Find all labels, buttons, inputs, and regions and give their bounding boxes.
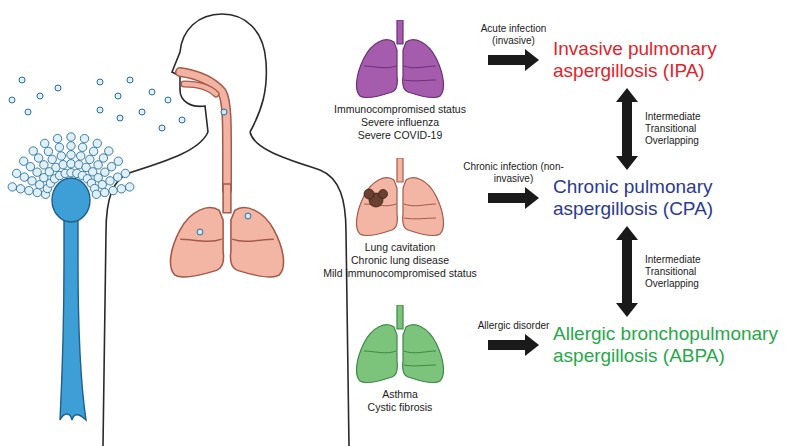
lung-node: Immunocompromised statusSevere influenza… — [320, 20, 480, 142]
block-arrow — [488, 49, 539, 71]
block-arrow — [488, 334, 539, 356]
arrow-label: Intermediate Transitional Overlapping — [645, 254, 701, 290]
lung-illustration — [350, 158, 450, 238]
disease-title: Chronic pulmonary aspergillosis (CPA) — [553, 176, 789, 220]
risk-factor: Lung cavitation — [320, 241, 480, 254]
disease-name: Invasive pulmonary aspergillosis (IPA) — [553, 38, 789, 82]
double-arrow — [616, 88, 638, 170]
arrow-label: Chronic infection (non-invasive) — [462, 161, 566, 185]
risk-factor: Asthma — [320, 388, 480, 401]
lung-illustration — [350, 305, 450, 385]
inhaled-spores — [197, 109, 251, 235]
double-arrow — [616, 226, 638, 317]
block-arrow — [488, 187, 539, 209]
disease-title: Allergic bronchopulmonary aspergillosis … — [553, 323, 789, 367]
disease-title: Invasive pulmonary aspergillosis (IPA) — [553, 38, 789, 82]
risk-factor: Severe influenza — [320, 116, 480, 129]
airway — [180, 72, 227, 190]
disease-name: Chronic pulmonary aspergillosis (CPA) — [553, 176, 789, 220]
body-lungs — [170, 184, 283, 277]
aspergillus-conidiophore — [8, 133, 134, 420]
lung-node: AsthmaCystic fibrosis — [320, 305, 480, 414]
arrow-label: Allergic disorder — [478, 320, 550, 332]
risk-factor: Chronic lung disease — [320, 254, 480, 267]
risk-factor: Cystic fibrosis — [320, 401, 480, 414]
lung-node: Lung cavitationChronic lung diseaseMild … — [320, 158, 480, 280]
floating-spores — [9, 77, 185, 131]
risk-factor: Severe COVID-19 — [320, 129, 480, 142]
disease-name: Allergic bronchopulmonary aspergillosis … — [553, 323, 789, 367]
lung-illustration — [350, 20, 450, 100]
risk-factor: Mild immunocompromised status — [320, 267, 480, 280]
arrow-label: Intermediate Transitional Overlapping — [645, 111, 701, 147]
arrow-label: Acute infection (invasive) — [466, 23, 562, 47]
human-figure — [103, 14, 349, 446]
risk-factor: Immunocompromised status — [320, 103, 480, 116]
